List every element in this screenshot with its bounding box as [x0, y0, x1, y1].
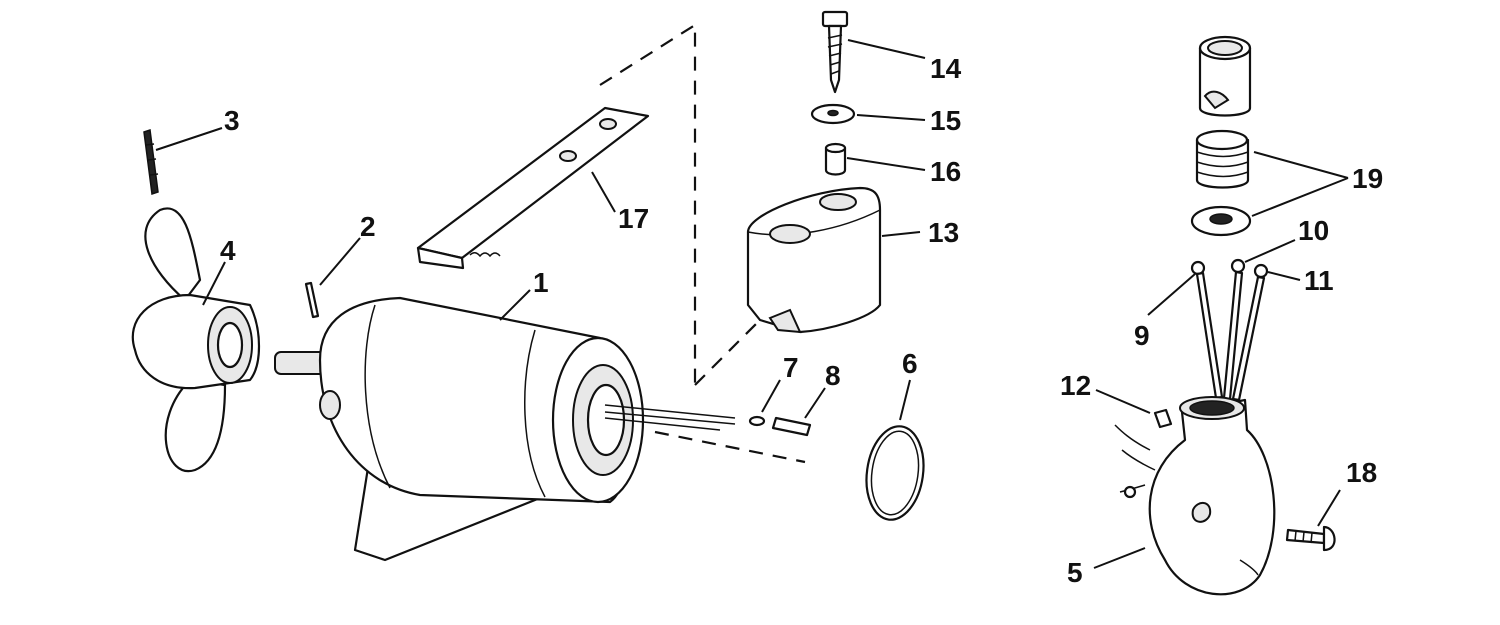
- callout-4: 4: [220, 235, 236, 266]
- callout-6: 6: [902, 348, 918, 379]
- callout-10: 10: [1298, 215, 1329, 246]
- part-17-bracket: [416, 106, 650, 270]
- callout-12: 12: [1060, 370, 1091, 401]
- part-12-set-screw: [1153, 408, 1173, 429]
- part-6-o-ring: [865, 425, 925, 521]
- part-15-washer: [810, 103, 856, 125]
- wire-leads: [1190, 258, 1269, 402]
- part-7-small-pin: [748, 415, 766, 427]
- part-2-key: [304, 281, 320, 319]
- part-4-propeller: [131, 207, 261, 473]
- callout-15: 15: [930, 105, 961, 136]
- callout-3: 3: [224, 105, 240, 136]
- part-16-bushing: [824, 142, 847, 176]
- part-13-clamp-block: [746, 186, 882, 334]
- callout-1: 1: [533, 267, 549, 298]
- part-8-dowel: [771, 416, 812, 437]
- callout-5: 5: [1067, 557, 1083, 588]
- callout-9: 9: [1134, 320, 1150, 351]
- callout-2: 2: [360, 211, 376, 242]
- part-14-screw: [821, 10, 849, 94]
- callout-8: 8: [825, 360, 841, 391]
- part-3-pin: [143, 129, 159, 195]
- part-18-bolt: [1285, 525, 1336, 552]
- leader-lines: [155, 39, 1349, 569]
- part-5-lower-housing: [1114, 396, 1276, 596]
- callout-11: 11: [1304, 265, 1334, 296]
- callout-19: 19: [1352, 163, 1383, 194]
- callout-13: 13: [928, 217, 959, 248]
- callout-17: 17: [618, 203, 649, 234]
- dashed-assembly-lines: [599, 23, 806, 464]
- part-1-motor-housing: [274, 296, 736, 562]
- callout-18: 18: [1346, 457, 1377, 488]
- callout-labels: 1 2 3 4 5 6 7 8 9 10 11 12 13 14 15 16 1…: [220, 53, 1383, 588]
- callout-14: 14: [930, 53, 962, 84]
- callout-16: 16: [930, 156, 961, 187]
- callout-7: 7: [783, 352, 799, 383]
- part-19-coupling: [1190, 35, 1252, 237]
